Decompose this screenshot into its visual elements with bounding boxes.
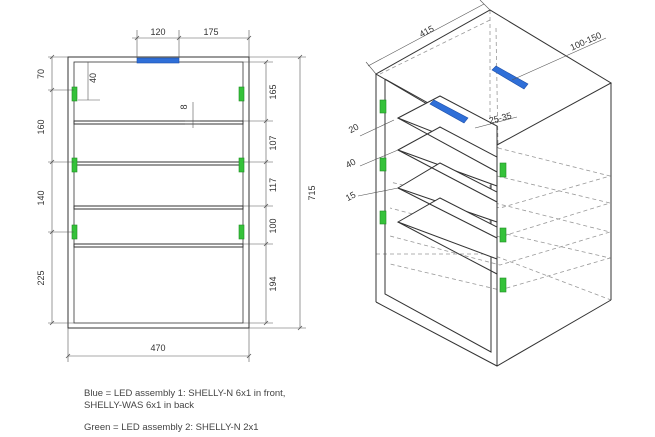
- iso-led-green-right-3: [499, 277, 507, 293]
- dim-right-107: 107: [268, 135, 278, 150]
- iso-led-green-right-1: [499, 162, 507, 178]
- legend-blue: Blue = LED assembly 1: SHELLY-N 6x1 in f…: [84, 388, 285, 412]
- dim-iso-led-back-100-150: 100-150: [569, 30, 603, 53]
- shelf-3: [73, 205, 244, 210]
- dim-iso-left-15: 15: [344, 190, 358, 204]
- shelf-2: [73, 161, 244, 166]
- dim-top-175: 175: [203, 27, 218, 37]
- iso-shelf-2: [396, 126, 498, 187]
- iso-shelves: [396, 95, 498, 275]
- front-shelves: [73, 120, 244, 248]
- front-view: [67, 56, 250, 329]
- iso-leds-green: [379, 99, 507, 293]
- dim-left-225: 225: [36, 270, 46, 285]
- cabinet-outer-frame: [67, 56, 250, 329]
- dim-top-120: 120: [150, 27, 165, 37]
- dim-total-715: 715: [307, 185, 317, 200]
- dim-bottom-470: 470: [150, 343, 165, 353]
- front-dimension-lines: [48, 30, 306, 362]
- iso-led-green-left-3: [379, 210, 387, 225]
- front-dimension-labels: 120 175 70 160 140 225 40 8 165 107 117 …: [36, 27, 317, 353]
- led-green-right-2: [238, 157, 245, 173]
- iso-led-blue-back: [491, 65, 529, 90]
- dim-led-offset-40: 40: [88, 73, 98, 83]
- legend-blue-line-2: SHELLY-WAS 6x1 in back: [84, 400, 195, 411]
- dim-right-100: 100: [268, 218, 278, 233]
- iso-led-green-right-2: [499, 227, 507, 243]
- iso-led-blue-front: [429, 99, 469, 124]
- iso-shelf-4: [396, 197, 498, 260]
- led-green-right-1: [238, 86, 245, 102]
- led-green-right-3: [238, 224, 245, 240]
- dim-shelf-thickness-8: 8: [179, 104, 189, 109]
- dim-right-165: 165: [268, 84, 278, 99]
- iso-led-green-left-2: [379, 157, 387, 172]
- dim-iso-depth-415: 415: [418, 23, 436, 39]
- legend-green-line: Green = LED assembly 2: SHELLY-N 2x1: [84, 422, 259, 433]
- dim-left-140: 140: [36, 190, 46, 205]
- iso-leds-blue: [429, 65, 529, 124]
- dim-right-194: 194: [268, 276, 278, 291]
- led-green-left-2: [71, 157, 78, 173]
- dim-left-70: 70: [36, 69, 46, 79]
- legend-green: Green = LED assembly 2: SHELLY-N 2x1: [84, 422, 259, 434]
- cabinet-inner-frame: [73, 61, 244, 324]
- front-leds-green: [71, 86, 245, 240]
- iso-dimension-lines: [357, 0, 607, 197]
- iso-led-green-left-1: [379, 99, 387, 114]
- dim-left-160: 160: [36, 119, 46, 134]
- front-led-blue: [136, 57, 180, 64]
- shelf-4: [73, 243, 244, 248]
- legend-blue-line-1: Blue = LED assembly 1: SHELLY-N 6x1 in f…: [84, 388, 286, 399]
- dim-right-117: 117: [268, 178, 278, 192]
- front-dimension-ticks: [49, 35, 303, 359]
- dim-iso-shelf-gap-25-35: 25-35: [488, 110, 513, 125]
- dim-iso-left-40: 40: [344, 157, 358, 171]
- dim-iso-left-20: 20: [347, 122, 361, 136]
- led-green-left-1: [71, 86, 78, 102]
- shelf-1: [73, 120, 244, 125]
